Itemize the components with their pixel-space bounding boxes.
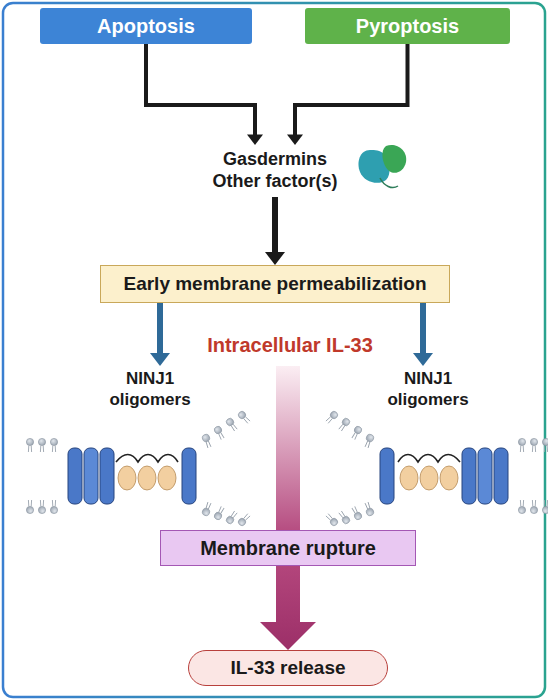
- node-text: NINJ1 oligomers: [84, 369, 216, 410]
- factor-text-node: GasderminsOther factor(s): [195, 145, 355, 197]
- node-text: Other factor(s): [212, 171, 337, 193]
- process-box: Apoptosis: [40, 8, 252, 44]
- arrow-head: [265, 252, 285, 265]
- process-box: Membrane rupture: [160, 530, 416, 566]
- node-text: Membrane rupture: [200, 536, 376, 560]
- frame: [3, 3, 545, 697]
- protein-text-node: NINJ1 oligomers: [358, 366, 498, 413]
- arrow-head: [287, 135, 303, 145]
- arrow-head: [413, 353, 433, 366]
- membrane-right: [324, 410, 548, 527]
- flow-arrow: [150, 303, 170, 366]
- gasdermin-icon: [358, 145, 406, 188]
- process-box: Early membrane permeabilization: [100, 265, 450, 303]
- release-arrow-shaft: [276, 366, 300, 538]
- node-text: NINJ1 oligomers: [362, 369, 494, 410]
- arrow-line: [272, 197, 278, 253]
- arrow-head: [150, 353, 170, 366]
- membrane-left: [26, 410, 251, 527]
- node-text: Early membrane permeabilization: [123, 273, 426, 296]
- release-arrow-body: [260, 564, 316, 650]
- node-text: IL-33 release: [230, 657, 345, 680]
- release-arrow: [260, 564, 316, 650]
- arrow-line: [420, 303, 426, 354]
- arrow-head: [247, 135, 263, 145]
- protein-text-node: NINJ1 oligomers: [80, 366, 220, 413]
- arrow-line: [295, 44, 408, 136]
- outcome-pill: IL-33 release: [188, 650, 388, 686]
- flow-label: Intracellular IL-33: [204, 334, 376, 357]
- node-text: Gasdermins: [223, 149, 327, 171]
- arrow-line: [157, 303, 163, 354]
- flow-arrow: [265, 197, 285, 265]
- flow-arrow: [413, 303, 433, 366]
- flow-arrow: [287, 44, 408, 145]
- flow-arrow: [146, 44, 263, 145]
- node-text: Pyroptosis: [356, 14, 459, 38]
- arrow-line: [146, 44, 255, 136]
- node-text: Apoptosis: [97, 14, 195, 38]
- process-box: Pyroptosis: [305, 8, 510, 44]
